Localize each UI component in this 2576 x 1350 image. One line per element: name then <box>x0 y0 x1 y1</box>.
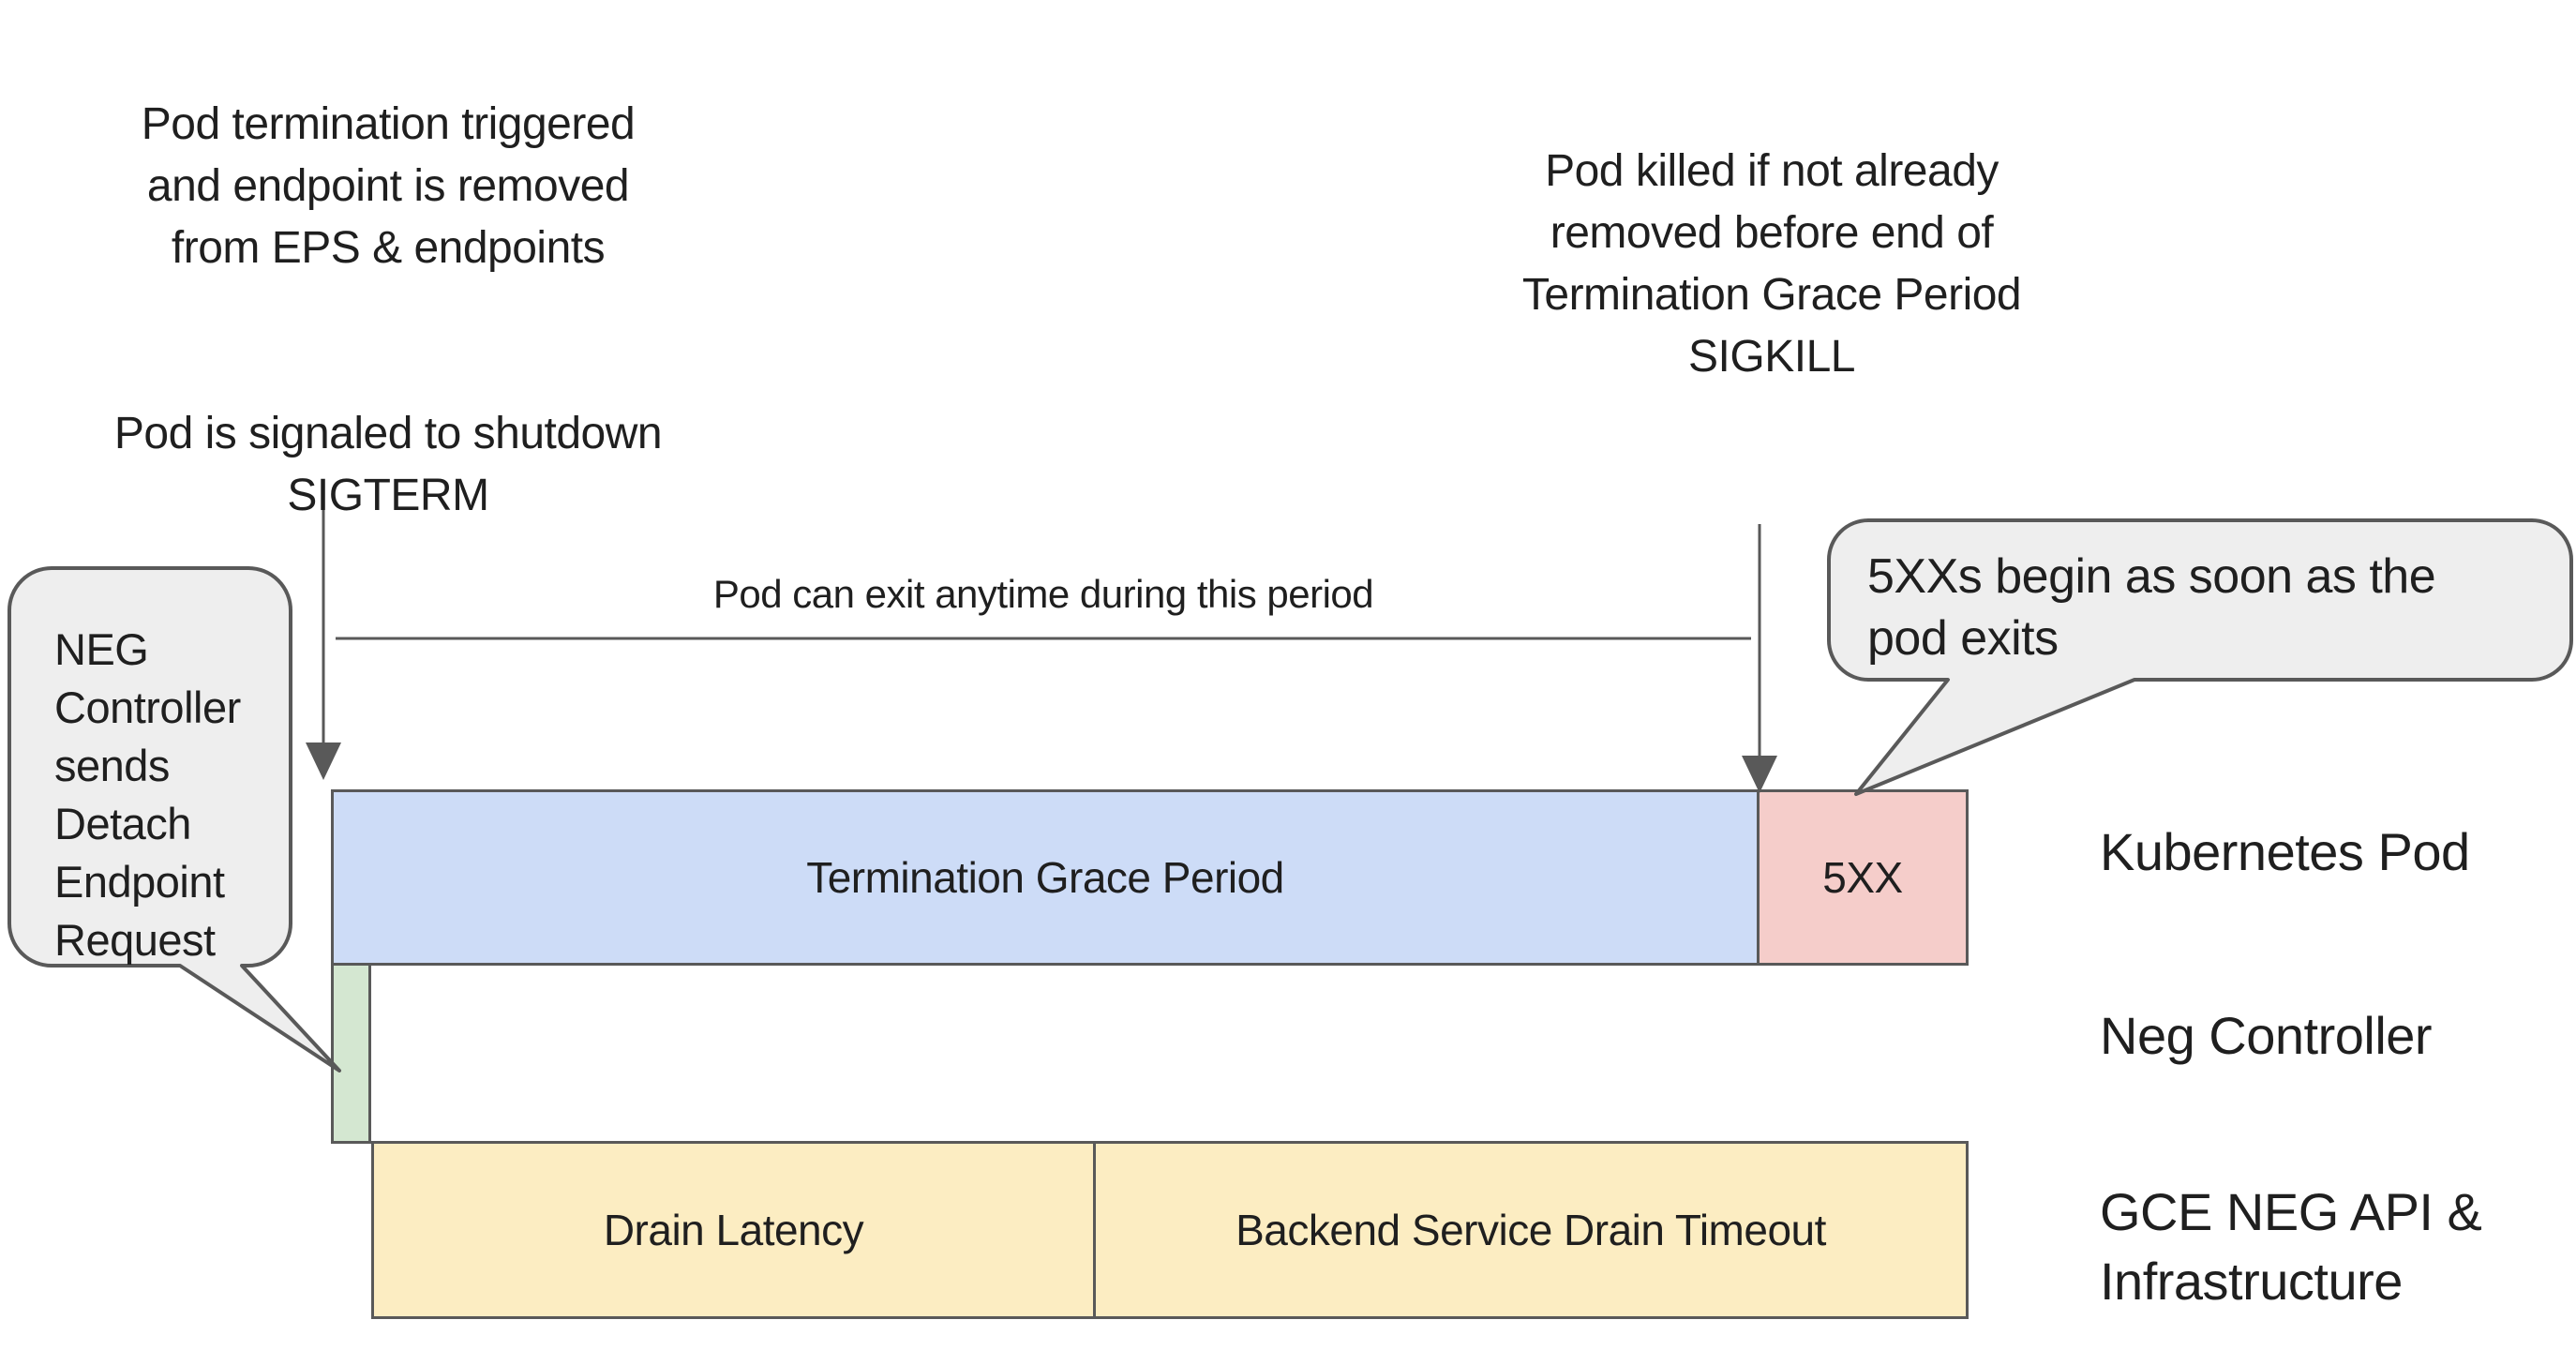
backend-service-drain-timeout-cell: Backend Service Drain Timeout <box>1096 1144 1966 1316</box>
fivexx-label: 5XX <box>1822 853 1903 902</box>
fivexx-bar: 5XX <box>1757 789 1969 966</box>
row-label-kubernetes-pod: Kubernetes Pod <box>2100 822 2470 881</box>
termination-grace-period-bar: Termination Grace Period <box>331 789 1760 966</box>
period-label: Pod can exit anytime during this period <box>712 572 1374 616</box>
pod-termination-note-line: Pod termination triggered and endpoint i… <box>141 99 636 273</box>
row-label-neg-controller: Neg Controller <box>2100 1006 2433 1065</box>
row-label-gce-neg-api: GCE NEG API & Infrastructure <box>2100 1182 2482 1311</box>
termination-grace-period-label: Termination Grace Period <box>806 853 1284 902</box>
gce-drain-bar: Drain Latency Backend Service Drain Time… <box>371 1141 1969 1319</box>
pod-termination-note: Pod termination triggered and endpoint i… <box>60 32 716 589</box>
neg-controller-callout-text: NEG Controller sends Detach Endpoint Req… <box>54 624 241 965</box>
fivexx-callout-text: 5XXs begin as soon as the pod exits <box>1867 549 2436 666</box>
drain-latency-label: Drain Latency <box>603 1206 864 1254</box>
backend-service-drain-timeout-label: Backend Service Drain Timeout <box>1236 1206 1826 1254</box>
drain-latency-cell: Drain Latency <box>374 1144 1096 1316</box>
pod-killed-note: Pod killed if not already removed before… <box>1521 146 2022 382</box>
pod-signaled-note-line: Pod is signaled to shutdown SIGTERM <box>113 409 663 520</box>
